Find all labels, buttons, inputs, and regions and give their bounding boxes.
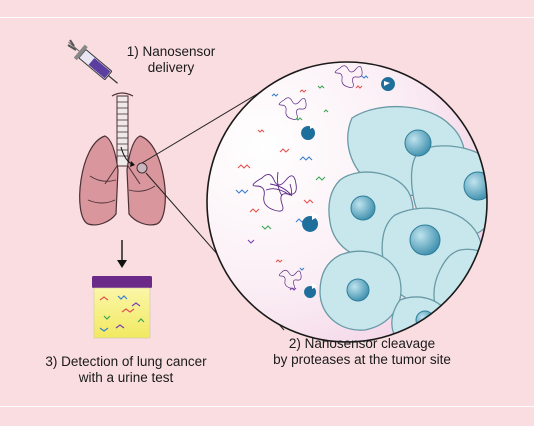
step3-line1: 3) Detection of lung cancer	[45, 354, 207, 369]
step1-label: 1) Nanosensor delivery	[106, 44, 236, 76]
nanosensor-icon	[278, 65, 363, 289]
top-border-line	[0, 17, 534, 18]
step1-line1: 1) Nanosensor	[126, 44, 216, 59]
step3-line2: with a urine test	[78, 370, 174, 385]
protease-icon	[301, 77, 395, 298]
step2-line2: by proteases at the tumor site	[273, 352, 451, 367]
lungs-icon	[79, 92, 166, 226]
down-arrow-icon	[117, 240, 127, 268]
step2-label: 2) Nanosensor cleavage by proteases at t…	[252, 336, 472, 368]
magnified-view	[206, 61, 488, 343]
trachea-icon	[116, 95, 129, 167]
tumor-icon	[136, 162, 148, 174]
syringe-icon	[67, 39, 118, 84]
step1-line2: delivery	[147, 60, 195, 75]
bottom-border-line	[0, 406, 534, 407]
step3-label: 3) Detection of lung cancer with a urine…	[36, 354, 216, 386]
step2-line1: 2) Nanosensor cleavage	[288, 336, 436, 351]
urine-cup-icon	[92, 276, 152, 339]
nanosensor-icon	[252, 171, 297, 212]
